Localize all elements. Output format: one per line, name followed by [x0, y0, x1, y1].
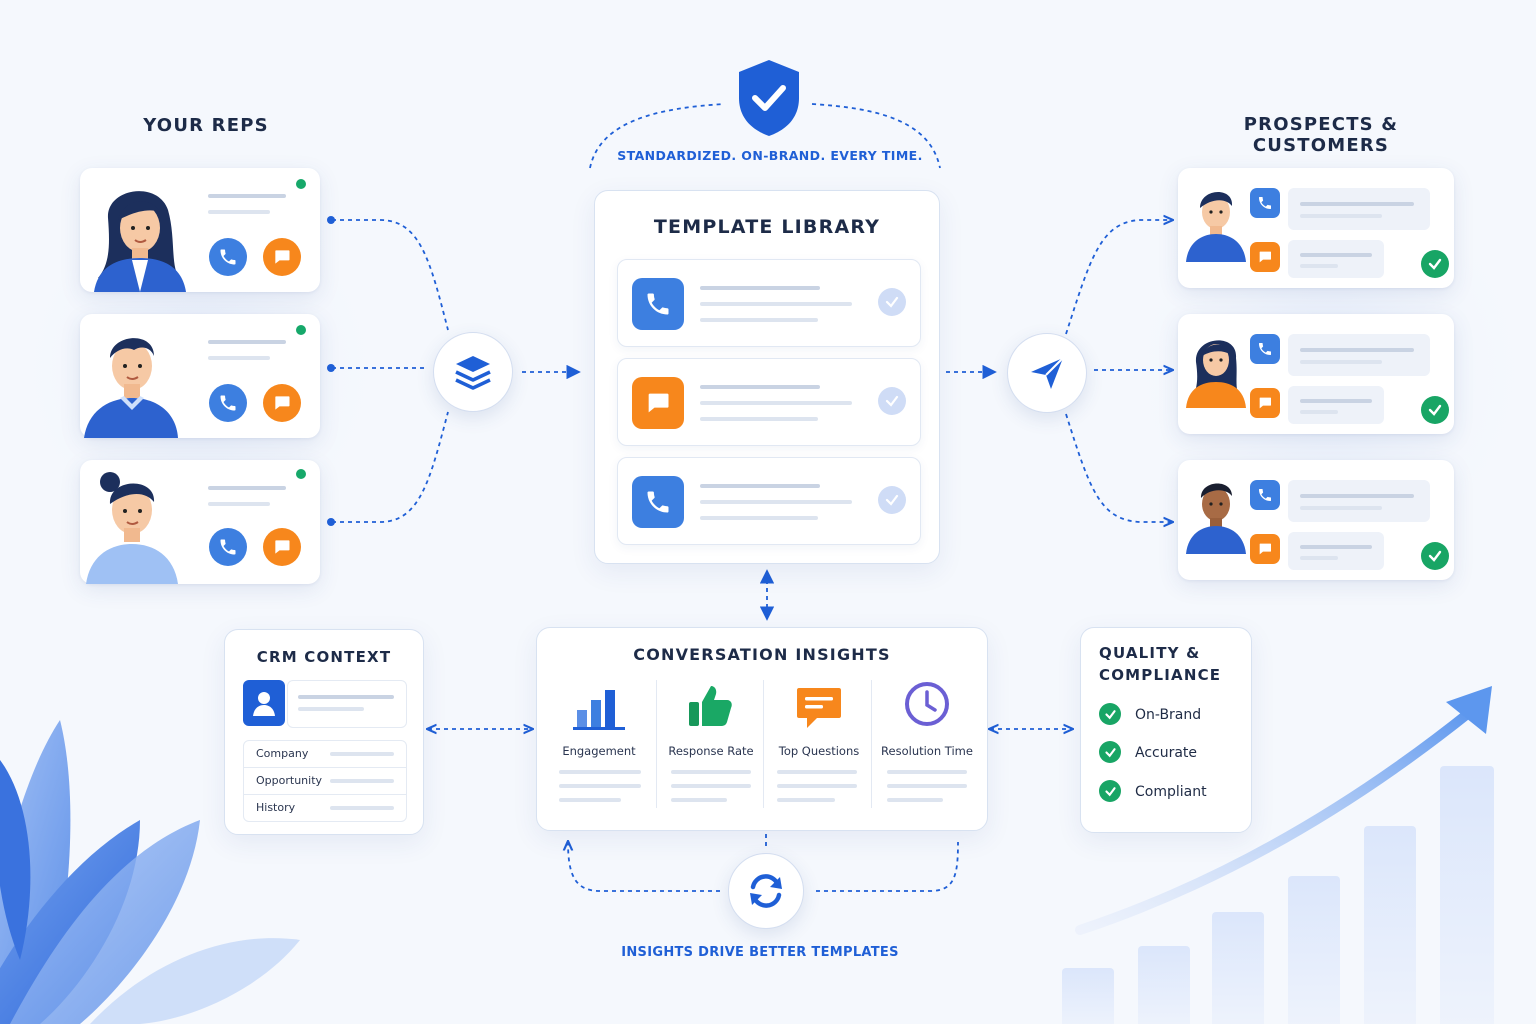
check-circle-icon [1099, 780, 1121, 802]
chat-icon [797, 688, 841, 728]
send-hub[interactable] [1007, 333, 1087, 413]
woman-bun-avatar [86, 472, 178, 584]
bar-chart-icon [573, 690, 625, 730]
prospect-card[interactable] [1178, 168, 1454, 288]
conversation-insights-panel: CONVERSATION INSIGHTS Engagement Respons… [536, 627, 988, 831]
rep-card[interactable] [80, 168, 320, 292]
reps-heading: YOUR REPS [143, 115, 269, 136]
phone-icon [632, 476, 684, 528]
refresh-icon [750, 874, 782, 908]
chat-icon[interactable] [263, 238, 301, 276]
conversation-insights-heading: CONVERSATION INSIGHTS [633, 645, 891, 664]
woman-avatar [1182, 328, 1246, 408]
crm-field-history[interactable]: History [243, 794, 407, 822]
template-library-heading: TEMPLATE LIBRARY [653, 216, 881, 238]
phone-icon[interactable] [209, 238, 247, 276]
template-item[interactable] [617, 259, 921, 347]
online-status-dot [296, 325, 306, 335]
check-icon [878, 288, 906, 316]
quality-compliance-panel: QUALITY & COMPLIANCE On-Brand Accurate C… [1080, 627, 1252, 833]
check-circle-icon [1099, 741, 1121, 763]
clock-icon [905, 682, 949, 726]
template-item[interactable] [617, 358, 921, 446]
metric-engagement[interactable]: Engagement [547, 676, 651, 826]
phone-icon[interactable] [209, 528, 247, 566]
crm-context-panel: CRM CONTEXT Company Opportunity History [224, 629, 424, 835]
man-avatar [84, 338, 178, 438]
phone-icon [1250, 188, 1280, 218]
layers-icon [455, 356, 491, 390]
phone-icon [632, 278, 684, 330]
rep-card[interactable] [80, 460, 320, 584]
metric-resolution-time[interactable]: Resolution Time [875, 676, 979, 826]
rep-card[interactable] [80, 314, 320, 438]
prospect-card[interactable] [1178, 314, 1454, 434]
check-icon [878, 486, 906, 514]
layers-hub[interactable] [433, 332, 513, 412]
send-icon [1031, 357, 1064, 389]
woman-avatar [94, 191, 186, 292]
chat-icon[interactable] [263, 528, 301, 566]
phone-icon [1250, 480, 1280, 510]
template-library-panel: TEMPLATE LIBRARY [594, 190, 940, 564]
quality-compliance-heading-line2: COMPLIANCE [1099, 666, 1222, 684]
online-status-dot [296, 179, 306, 189]
refresh-hub[interactable] [728, 853, 804, 929]
standardized-banner-label: STANDARDIZED. ON-BRAND. EVERY TIME. [617, 148, 923, 163]
check-circle-icon [1099, 703, 1121, 725]
shield-check-icon [736, 58, 802, 138]
delivered-check-icon [1421, 542, 1449, 570]
chat-icon [1250, 388, 1280, 418]
connector-dot [327, 364, 335, 372]
prospect-card[interactable] [1178, 460, 1454, 580]
phone-icon[interactable] [209, 384, 247, 422]
man-dark-avatar [1182, 474, 1246, 554]
delivered-check-icon [1421, 250, 1449, 278]
crm-field-company[interactable]: Company [243, 740, 407, 768]
phone-icon [1250, 334, 1280, 364]
chat-icon [1250, 534, 1280, 564]
online-status-dot [296, 469, 306, 479]
connector-dot [327, 216, 335, 224]
thumbs-up-icon [689, 686, 732, 726]
template-item[interactable] [617, 457, 921, 545]
metric-response-rate[interactable]: Response Rate [659, 676, 763, 826]
crm-field-opportunity[interactable]: Opportunity [243, 767, 407, 795]
check-icon [878, 387, 906, 415]
connector-dot [327, 518, 335, 526]
chat-icon [1250, 242, 1280, 272]
metric-top-questions[interactable]: Top Questions [767, 676, 871, 826]
contact-icon [243, 680, 285, 726]
man-avatar [1182, 182, 1246, 262]
crm-context-heading: CRM CONTEXT [256, 648, 392, 666]
feedback-label: INSIGHTS DRIVE BETTER TEMPLATES [621, 945, 899, 960]
delivered-check-icon [1421, 396, 1449, 424]
chat-icon [632, 377, 684, 429]
prospects-heading: PROSPECTS & CUSTOMERS [1243, 114, 1399, 156]
quality-compliance-heading-line1: QUALITY & [1099, 644, 1201, 662]
chat-icon[interactable] [263, 384, 301, 422]
